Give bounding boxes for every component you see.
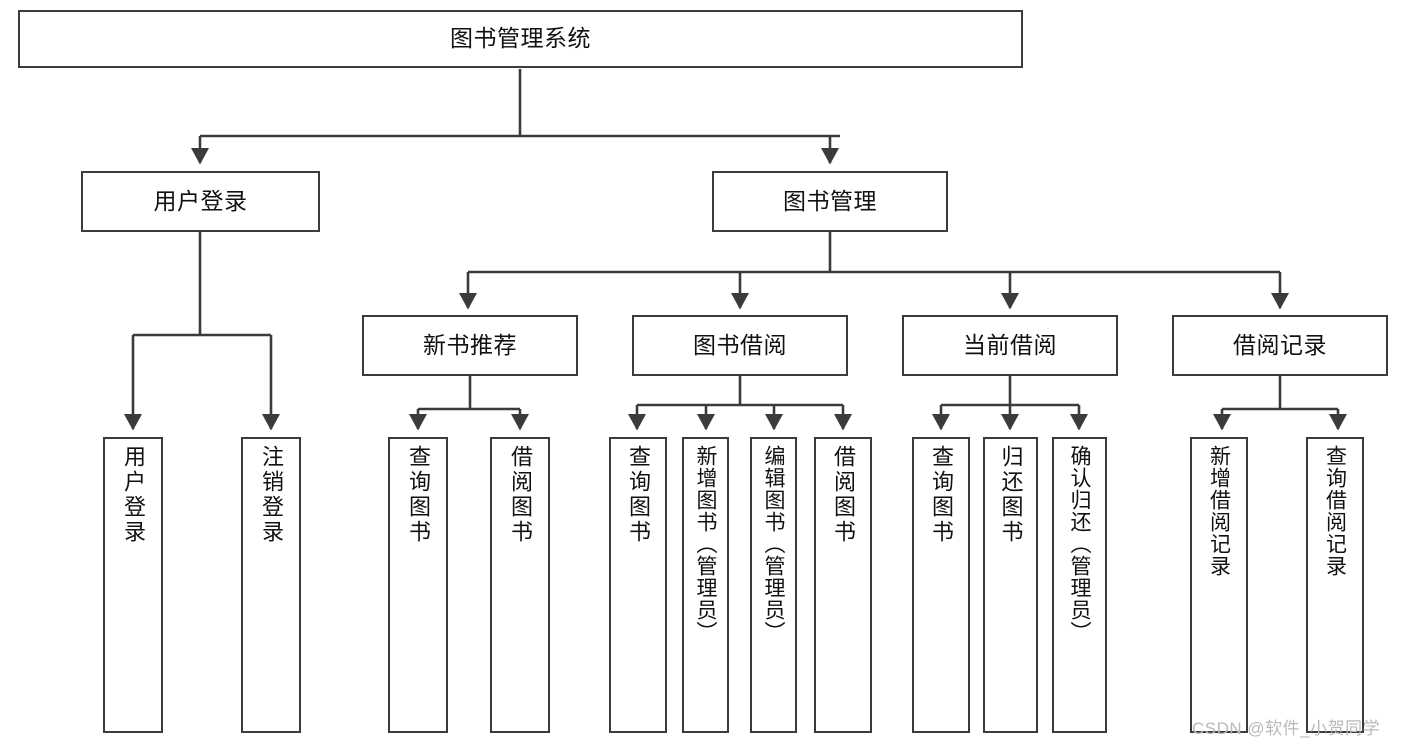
leaf-user-login[interactable]: 用户登录 xyxy=(103,437,163,733)
node-label: 确认归还（管理员） xyxy=(1068,445,1091,643)
node-root-book-management-system[interactable]: 图书管理系统 xyxy=(18,10,1023,68)
leaf-borrow-book-borrow[interactable]: 借阅图书 xyxy=(814,437,872,733)
leaf-query-borrow-record[interactable]: 查询借阅记录 xyxy=(1306,437,1364,733)
node-label: 编辑图书（管理员） xyxy=(762,445,785,643)
leaf-add-book-admin[interactable]: 新增图书（管理员） xyxy=(682,437,729,733)
node-label: 新增借阅记录 xyxy=(1207,445,1231,577)
node-label: 图书管理系统 xyxy=(450,25,591,52)
leaf-return-book[interactable]: 归还图书 xyxy=(983,437,1038,733)
leaf-logout-login[interactable]: 注销登录 xyxy=(241,437,301,733)
node-borrow-record[interactable]: 借阅记录 xyxy=(1172,315,1388,376)
node-label: 查询图书 xyxy=(626,445,651,545)
node-new-book-recommend[interactable]: 新书推荐 xyxy=(362,315,578,376)
node-label: 借阅图书 xyxy=(508,445,533,545)
leaf-borrow-book-recommend[interactable]: 借阅图书 xyxy=(490,437,550,733)
leaf-edit-book-admin[interactable]: 编辑图书（管理员） xyxy=(750,437,797,733)
node-label: 用户登录 xyxy=(121,445,146,545)
leaf-add-borrow-record[interactable]: 新增借阅记录 xyxy=(1190,437,1248,733)
node-label: 新增图书（管理员） xyxy=(694,445,717,643)
node-label: 图书管理 xyxy=(783,187,877,214)
node-label: 新书推荐 xyxy=(423,331,517,358)
node-label: 查询图书 xyxy=(406,445,431,545)
leaf-query-book-borrow[interactable]: 查询图书 xyxy=(609,437,667,733)
leaf-query-book-current[interactable]: 查询图书 xyxy=(912,437,970,733)
node-label: 归还图书 xyxy=(998,445,1024,545)
node-label: 查询借阅记录 xyxy=(1323,445,1347,577)
node-label: 图书借阅 xyxy=(693,331,787,358)
node-book-borrow[interactable]: 图书借阅 xyxy=(632,315,848,376)
node-label: 借阅图书 xyxy=(831,445,856,545)
node-label: 注销登录 xyxy=(259,445,284,545)
node-label: 查询图书 xyxy=(929,445,954,545)
leaf-confirm-return-admin[interactable]: 确认归还（管理员） xyxy=(1052,437,1107,733)
node-label: 借阅记录 xyxy=(1233,331,1327,358)
leaf-query-book-recommend[interactable]: 查询图书 xyxy=(388,437,448,733)
node-label: 用户登录 xyxy=(153,187,248,214)
node-user-login[interactable]: 用户登录 xyxy=(81,171,320,232)
node-label: 当前借阅 xyxy=(963,331,1057,358)
node-current-borrow[interactable]: 当前借阅 xyxy=(902,315,1118,376)
node-book-management[interactable]: 图书管理 xyxy=(712,171,948,232)
csdn-watermark: CSDN @软件_小贺同学 xyxy=(1192,719,1381,738)
